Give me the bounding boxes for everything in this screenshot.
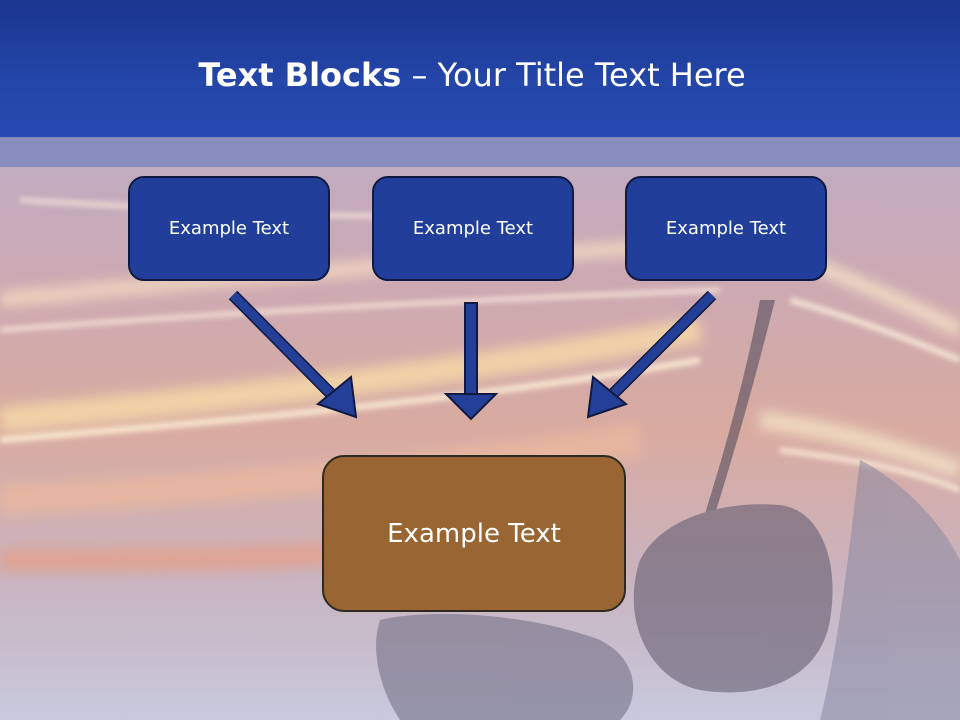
- title-rest: Your Title Text Here: [437, 56, 746, 94]
- text-block-left-label: Example Text: [168, 218, 290, 239]
- title-bold: Text Blocks: [198, 56, 402, 94]
- text-block-left[interactable]: Example Text: [128, 176, 330, 281]
- text-block-bottom[interactable]: Example Text: [322, 455, 626, 612]
- slide-title: Text Blocks – Your Title Text Here: [0, 52, 944, 98]
- text-block-center[interactable]: Example Text: [372, 176, 574, 281]
- arrow-right: [586, 290, 717, 419]
- header-bar: [0, 0, 960, 137]
- text-block-bottom-label: Example Text: [387, 518, 561, 549]
- text-block-right[interactable]: Example Text: [625, 176, 827, 281]
- title-dash: –: [411, 56, 428, 94]
- text-block-center-label: Example Text: [412, 218, 534, 239]
- arrow-center: [443, 302, 499, 421]
- arrow-left: [228, 290, 358, 419]
- header-band: [0, 137, 960, 167]
- text-block-right-label: Example Text: [665, 218, 787, 239]
